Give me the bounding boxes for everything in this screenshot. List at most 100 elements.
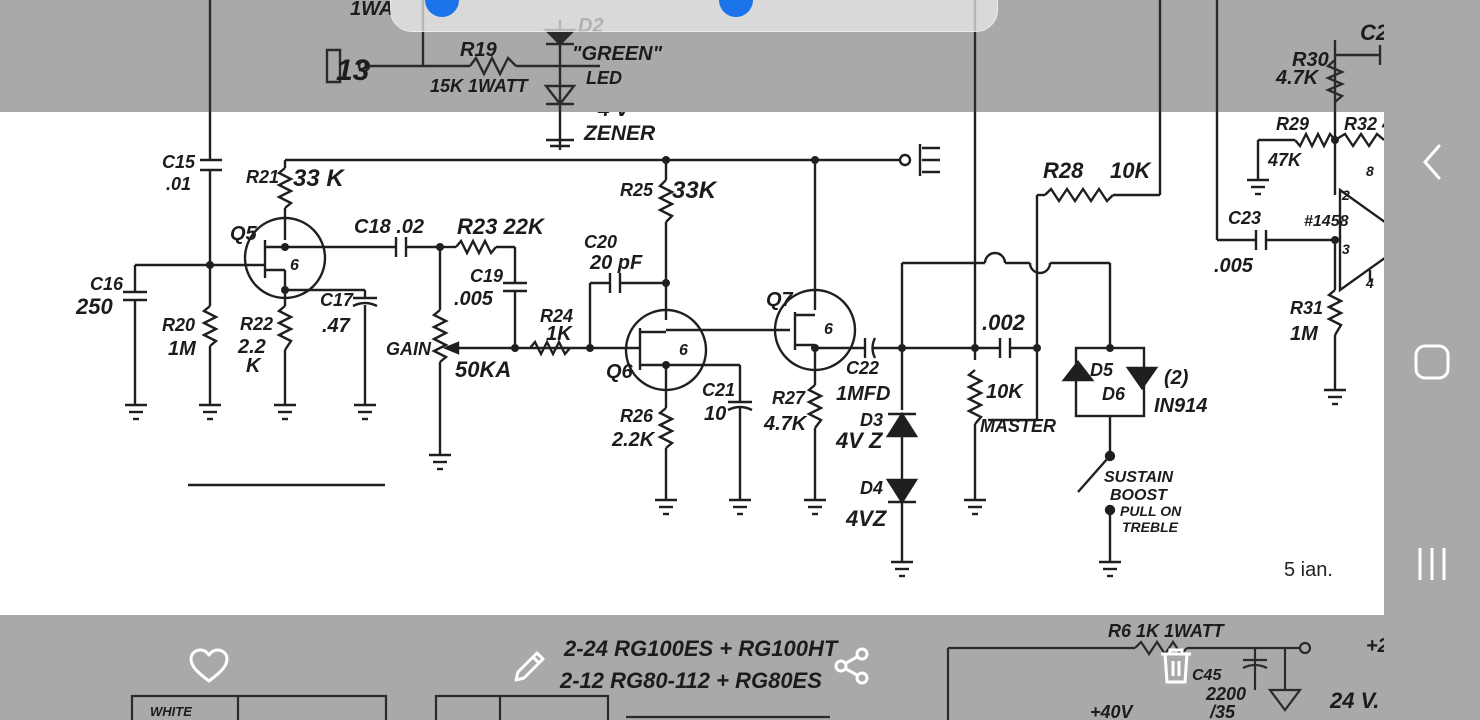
label-c17-value: .47 <box>322 315 351 337</box>
label-r30-value: 4.7K <box>1275 67 1320 89</box>
label-c21: C21 <box>702 380 735 400</box>
back-button[interactable] <box>1406 136 1458 188</box>
home-button[interactable] <box>1406 336 1458 388</box>
label-c20-value: 20 pF <box>589 252 643 274</box>
label-c17: C17 <box>320 290 354 310</box>
delete-button[interactable] <box>1148 638 1204 694</box>
label-d3: D3 <box>860 410 883 430</box>
label-r29-value: 47K <box>1267 150 1303 170</box>
label-c15: C15 <box>162 152 196 172</box>
schematic-top-dimmed: 1WA R19 15K 1WATT D2 "GREEN" LED C24 .02… <box>208 0 1384 112</box>
label-r25-value: 33K <box>672 177 718 204</box>
label-c20: C20 <box>584 232 617 252</box>
edit-icon <box>514 651 545 682</box>
label-40v: +40V <box>1090 702 1135 720</box>
label-q5: Q5 <box>230 223 258 245</box>
label-c23: C23 <box>1228 208 1261 228</box>
home-icon <box>1414 344 1450 380</box>
label-r26-value: 2.2K <box>611 429 656 451</box>
favorite-icon <box>189 648 229 683</box>
label-c-002: .002 <box>982 310 1026 335</box>
label-c16: C16 <box>90 274 124 294</box>
label-c18: C18 .02 <box>354 216 424 238</box>
label-led: LED <box>586 68 622 88</box>
label-sustain: SUSTAIN <box>1104 469 1173 486</box>
label-diode-part: IN914 <box>1154 395 1207 417</box>
label-ref-13: 13 <box>336 54 370 87</box>
label-r27-value: 4.7K <box>763 413 808 435</box>
label-white: WHITE <box>150 704 192 719</box>
label-diode-qty: (2) <box>1164 367 1189 389</box>
top-overlay-bar <box>390 0 998 32</box>
label-c45: C45 <box>1192 667 1222 684</box>
label-d3-value: 4V Z <box>835 428 884 453</box>
schematic-photo: ZENER 4 V C15 .01 R21 33 K Q5 6 C18 .02 … <box>0 112 1384 615</box>
schematic-bottom-dimmed: 2-24 RG100ES + RG100HT 2-12 RG80-112 + R… <box>130 621 1384 720</box>
recents-button[interactable] <box>1406 538 1458 590</box>
label-treble: TREBLE <box>1122 519 1179 535</box>
label-r27: R27 <box>772 388 806 408</box>
label-q7-number: 6 <box>824 321 833 338</box>
label-master-value: 10K <box>986 381 1024 403</box>
label-c22: C22 <box>846 358 879 378</box>
share-button[interactable] <box>824 638 880 694</box>
label-pin-3: 3 <box>1342 241 1350 257</box>
label-c15-value: .01 <box>166 174 191 194</box>
label-d4-value: 4VZ <box>845 506 888 531</box>
label-r26: R26 <box>620 406 654 426</box>
share-icon <box>834 647 869 685</box>
label-r28: R28 <box>1043 158 1084 183</box>
label-r29: R29 <box>1276 114 1309 134</box>
play-icon[interactable] <box>425 0 459 17</box>
photo-action-bar <box>0 630 1384 696</box>
label-q5-number: 6 <box>290 257 299 274</box>
label-r21-value: 33 K <box>293 165 345 192</box>
label-r24: R24 <box>540 306 573 326</box>
label-r6: R6 1K 1WATT <box>1108 621 1226 641</box>
favorite-button[interactable] <box>181 638 237 694</box>
label-c19: C19 <box>470 266 503 286</box>
label-c21-value: 10 <box>704 403 726 425</box>
schematic-circuit: ZENER 4 V C15 .01 R21 33 K Q5 6 C18 .02 … <box>75 112 1384 578</box>
motion-icon[interactable] <box>719 0 753 17</box>
label-r20: R20 <box>162 315 195 335</box>
label-green: "GREEN" <box>572 43 663 65</box>
label-bottom-line-2: 2-12 RG80-112 + RG80ES <box>559 668 822 693</box>
label-pot-value: 50KA <box>455 357 511 382</box>
label-c16-value: 250 <box>75 294 113 319</box>
label-r23: R23 22K <box>457 214 546 239</box>
label-r19-value: 15K 1WATT <box>430 76 530 96</box>
label-zener-value: 4 V <box>597 112 632 121</box>
label-c45-voltage: /35 <box>1209 702 1236 720</box>
label-r22-value: 2.2 <box>237 336 266 358</box>
label-pin-4: 4 <box>1365 275 1374 291</box>
label-ic: #1458 <box>1304 213 1349 230</box>
label-r31-value: 1M <box>1290 323 1319 345</box>
label-r21: R21 <box>246 167 279 187</box>
label-gain: GAIN <box>386 339 432 359</box>
photo-date: 5 ian. <box>1284 559 1333 581</box>
label-pull-on: PULL ON <box>1120 503 1182 519</box>
label-r19: R19 <box>460 39 498 61</box>
label-r25: R25 <box>620 180 654 200</box>
delete-icon <box>1161 648 1191 684</box>
label-r20-value: 1M <box>168 338 197 360</box>
label-d5: D5 <box>1090 360 1114 380</box>
system-navigation-bar <box>1384 0 1480 720</box>
label-r30: R30 <box>1292 49 1329 71</box>
label-bottom-line-1: 2-24 RG100ES + RG100HT <box>563 636 839 661</box>
label-q6-number: 6 <box>679 342 688 359</box>
label-d6: D6 <box>1102 384 1126 404</box>
label-pin-2: 2 <box>1341 187 1350 203</box>
label-zener: ZENER <box>583 122 656 145</box>
label-24vdc: +24 VDC <box>1366 635 1384 657</box>
label-24v: 24 V. <box>1329 688 1379 713</box>
label-r32: R32 470K <box>1344 114 1384 134</box>
label-pin-8: 8 <box>1366 163 1374 179</box>
label-c22-value: 1MFD <box>836 383 890 405</box>
edit-button[interactable] <box>502 638 558 694</box>
label-q6: Q6 <box>606 361 634 383</box>
label-master: MASTER <box>980 416 1056 436</box>
label-c23-value: .005 <box>1214 255 1254 277</box>
